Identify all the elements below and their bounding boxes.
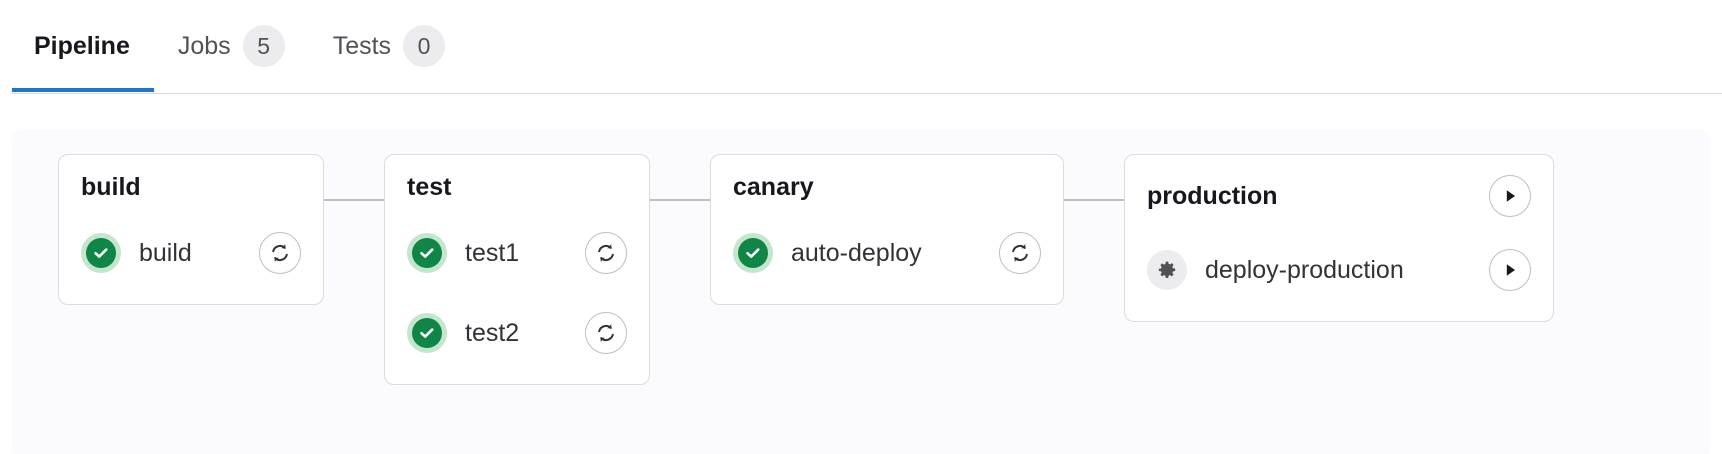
stage-name-test: test <box>407 173 452 201</box>
stage-wrap-build: build build <box>58 154 384 305</box>
job-main-test1: test1 <box>407 233 519 273</box>
check-circle-icon <box>407 233 447 273</box>
stage-card-test: test test1 <box>384 154 650 385</box>
tab-jobs[interactable]: Jobs 5 <box>154 0 309 92</box>
play-icon[interactable] <box>1489 249 1531 291</box>
tab-jobs-badge: 5 <box>242 25 285 67</box>
pipeline-stages: build build <box>58 154 1554 385</box>
stage-wrap-production: production <box>1124 154 1554 322</box>
job-row-test1[interactable]: test1 <box>407 224 627 282</box>
check-circle-icon <box>407 313 447 353</box>
stage-connector-test-canary <box>650 199 710 201</box>
gear-icon <box>1147 250 1187 290</box>
stage-header-canary: canary <box>733 175 1041 200</box>
stage-header-build: build <box>81 175 301 200</box>
stage-header-test: test <box>407 175 627 200</box>
job-row-build[interactable]: build <box>81 224 301 282</box>
stage-name-production: production <box>1147 181 1278 210</box>
tab-pipeline[interactable]: Pipeline <box>12 0 154 92</box>
pipeline-tabbar: Pipeline Jobs 5 Tests 0 <box>0 0 1722 94</box>
job-row-test2[interactable]: test2 <box>407 304 627 362</box>
stage-connector-canary-production <box>1064 199 1124 201</box>
retry-icon[interactable] <box>585 312 627 354</box>
stage-name-canary: canary <box>733 173 814 201</box>
stage-name-build: build <box>81 173 141 201</box>
tab-tests[interactable]: Tests 0 <box>309 0 469 92</box>
job-main-deploy-production: deploy-production <box>1147 250 1404 290</box>
check-circle-icon <box>733 233 773 273</box>
pipeline-graph-panel: build build <box>12 129 1710 454</box>
tab-tests-label: Tests <box>332 31 392 60</box>
stage-wrap-test: test test1 <box>384 154 710 385</box>
job-main-auto-deploy: auto-deploy <box>733 233 922 273</box>
retry-icon[interactable] <box>999 232 1041 274</box>
job-name-test1: test1 <box>465 238 520 267</box>
job-name-deploy-production: deploy-production <box>1205 255 1404 284</box>
job-name-build: build <box>139 238 192 267</box>
stage-card-canary: canary auto-deploy <box>710 154 1064 305</box>
stage-connector-build-test <box>324 199 384 201</box>
tab-pipeline-label: Pipeline <box>34 31 130 60</box>
retry-icon[interactable] <box>585 232 627 274</box>
stage-wrap-canary: canary auto-deploy <box>710 154 1124 305</box>
stage-card-build: build build <box>58 154 324 305</box>
job-main-test2: test2 <box>407 313 519 353</box>
job-name-auto-deploy: auto-deploy <box>791 238 922 267</box>
stage-card-production: production <box>1124 154 1554 322</box>
tab-jobs-label: Jobs <box>177 31 231 60</box>
retry-icon[interactable] <box>259 232 301 274</box>
job-main-build: build <box>81 233 192 273</box>
check-circle-icon <box>81 233 121 273</box>
play-icon[interactable] <box>1489 175 1531 217</box>
stage-header-production: production <box>1147 175 1531 217</box>
job-name-test2: test2 <box>465 318 520 347</box>
job-row-deploy-production[interactable]: deploy-production <box>1147 241 1531 299</box>
tab-tests-badge: 0 <box>403 25 446 67</box>
job-row-auto-deploy[interactable]: auto-deploy <box>733 224 1041 282</box>
